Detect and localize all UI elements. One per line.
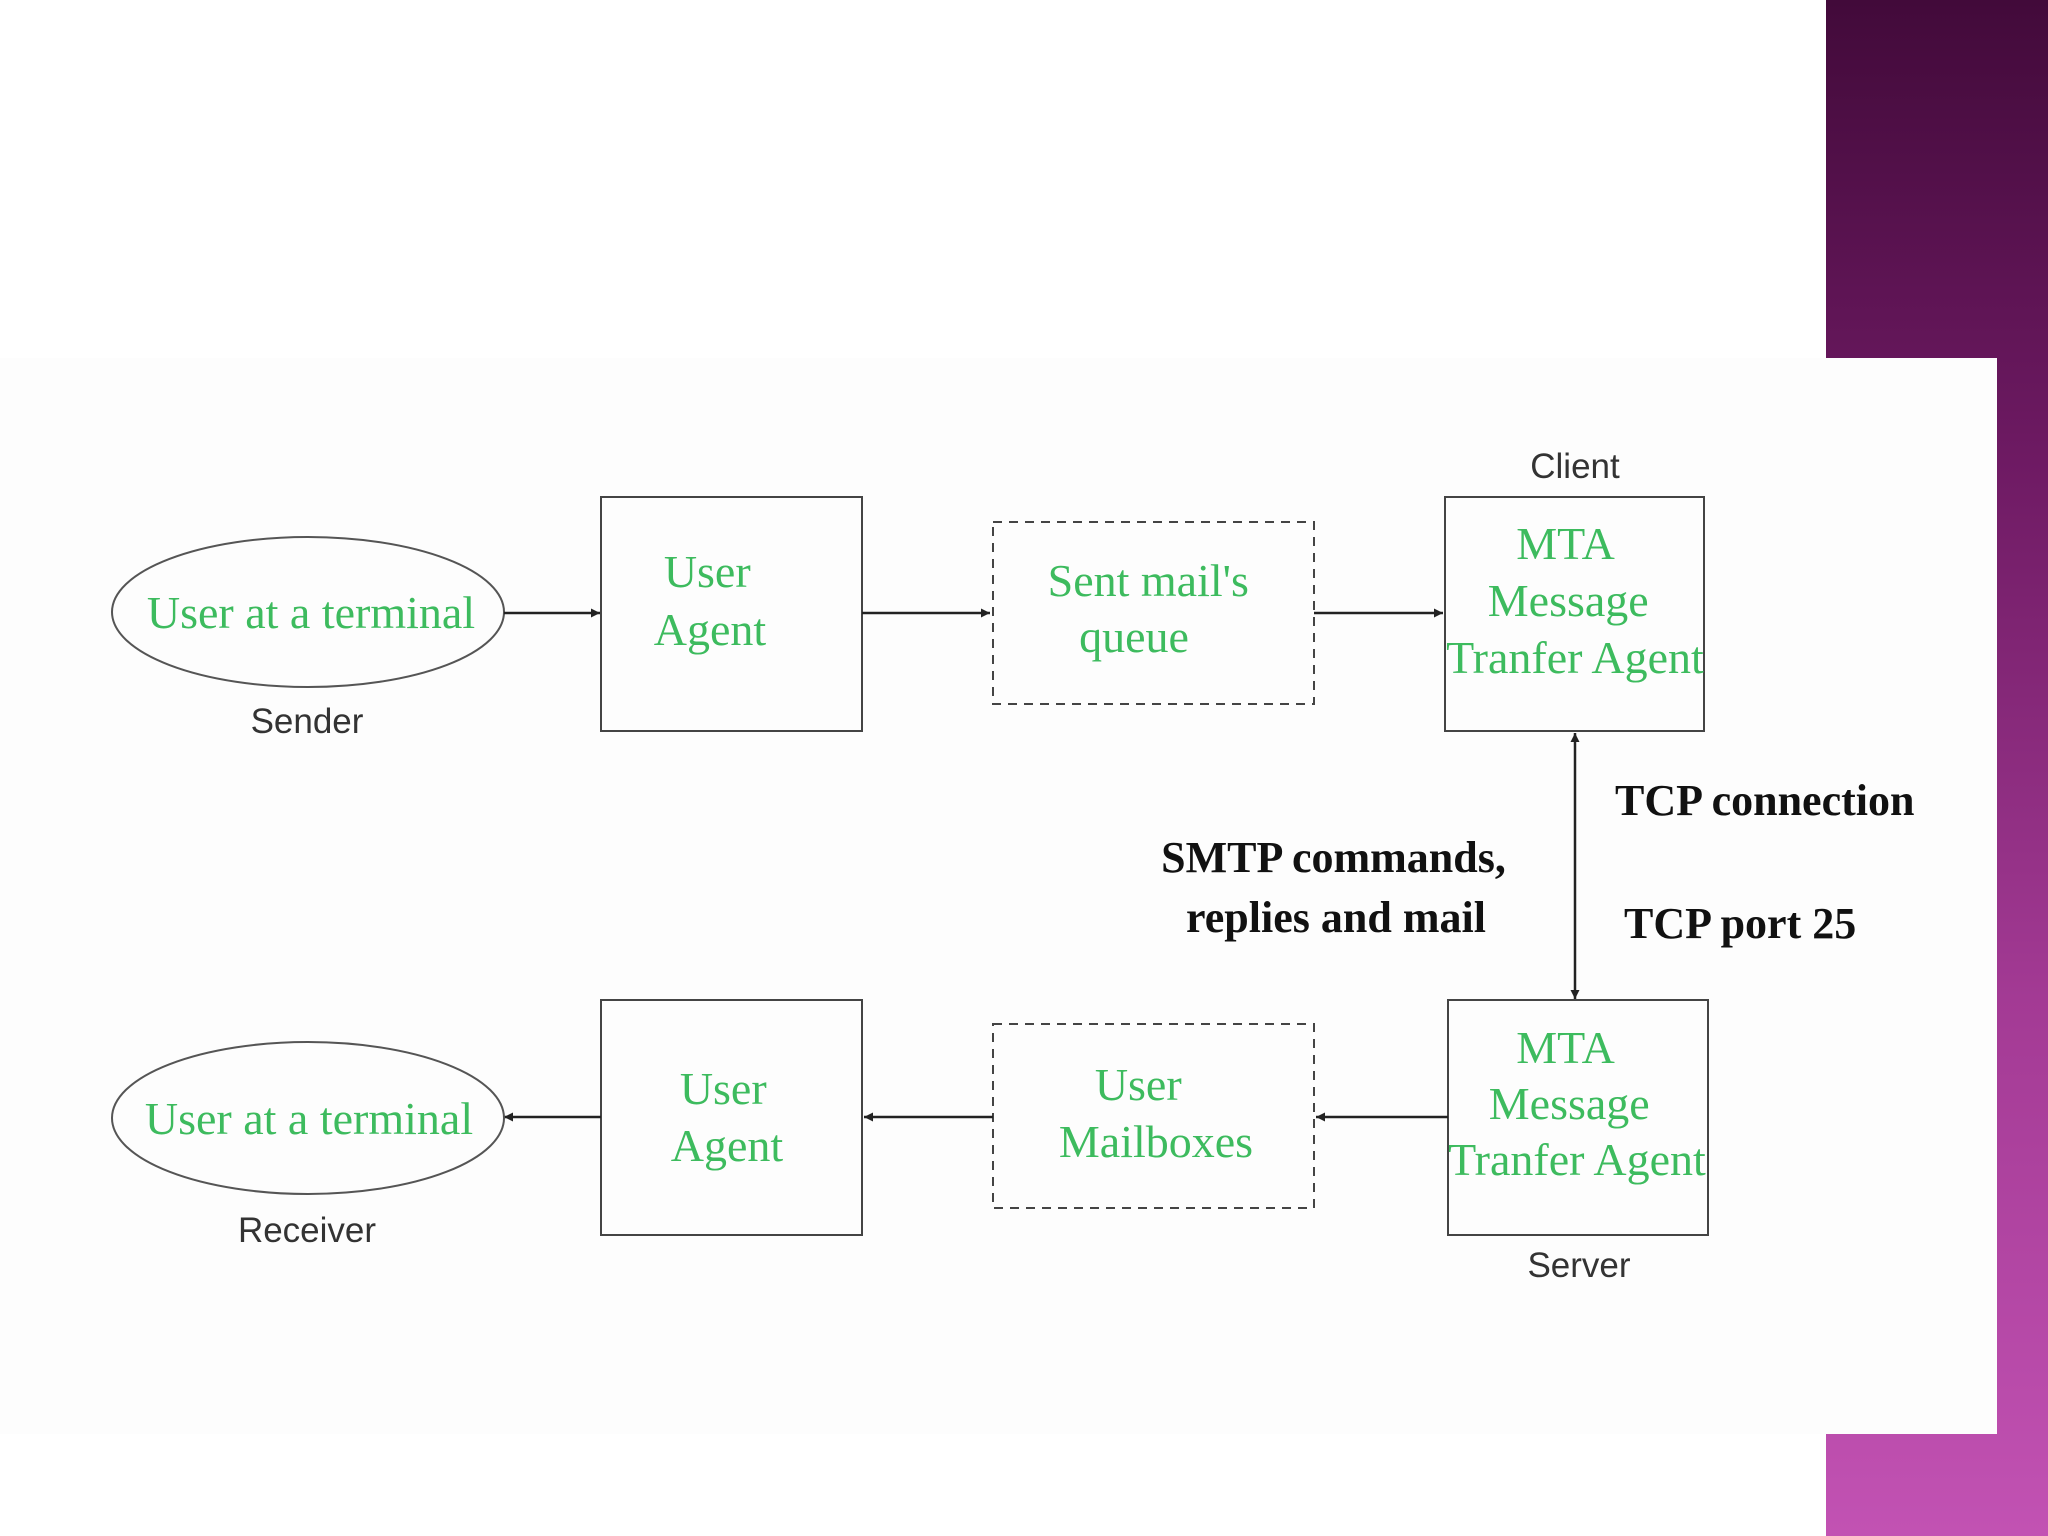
client-mta-label: MTA Message Tranfer Agent <box>1446 518 1704 683</box>
receiver-user-agent-box <box>600 999 863 1236</box>
server-mta-label: MTA Message Tranfer Agent <box>1448 1022 1706 1185</box>
smtp-commands-label: SMTP commands, replies and mail <box>1161 833 1517 942</box>
receiver-caption: Receiver <box>238 1211 376 1250</box>
receiver-terminal-label: User at a terminal <box>145 1093 473 1144</box>
sender-caption: Sender <box>251 702 364 741</box>
sender-terminal-label: User at a terminal <box>147 587 475 638</box>
client-mta-box <box>1444 496 1705 732</box>
user-mailboxes-label: User Mailboxes <box>1059 1059 1253 1167</box>
tcp-connection-label: TCP connection <box>1615 776 1914 825</box>
sender-user-agent-label: User Agent <box>654 546 767 655</box>
sent-mail-queue-box <box>992 521 1315 705</box>
sent-mail-queue-label: Sent mail's queue <box>1048 555 1261 662</box>
client-caption: Client <box>1530 447 1620 486</box>
tcp-port-label: TCP port 25 <box>1624 899 1856 948</box>
receiver-user-agent-label: User Agent <box>671 1063 784 1171</box>
server-caption: Server <box>1527 1246 1630 1285</box>
receiver-terminal-node <box>111 1041 505 1195</box>
